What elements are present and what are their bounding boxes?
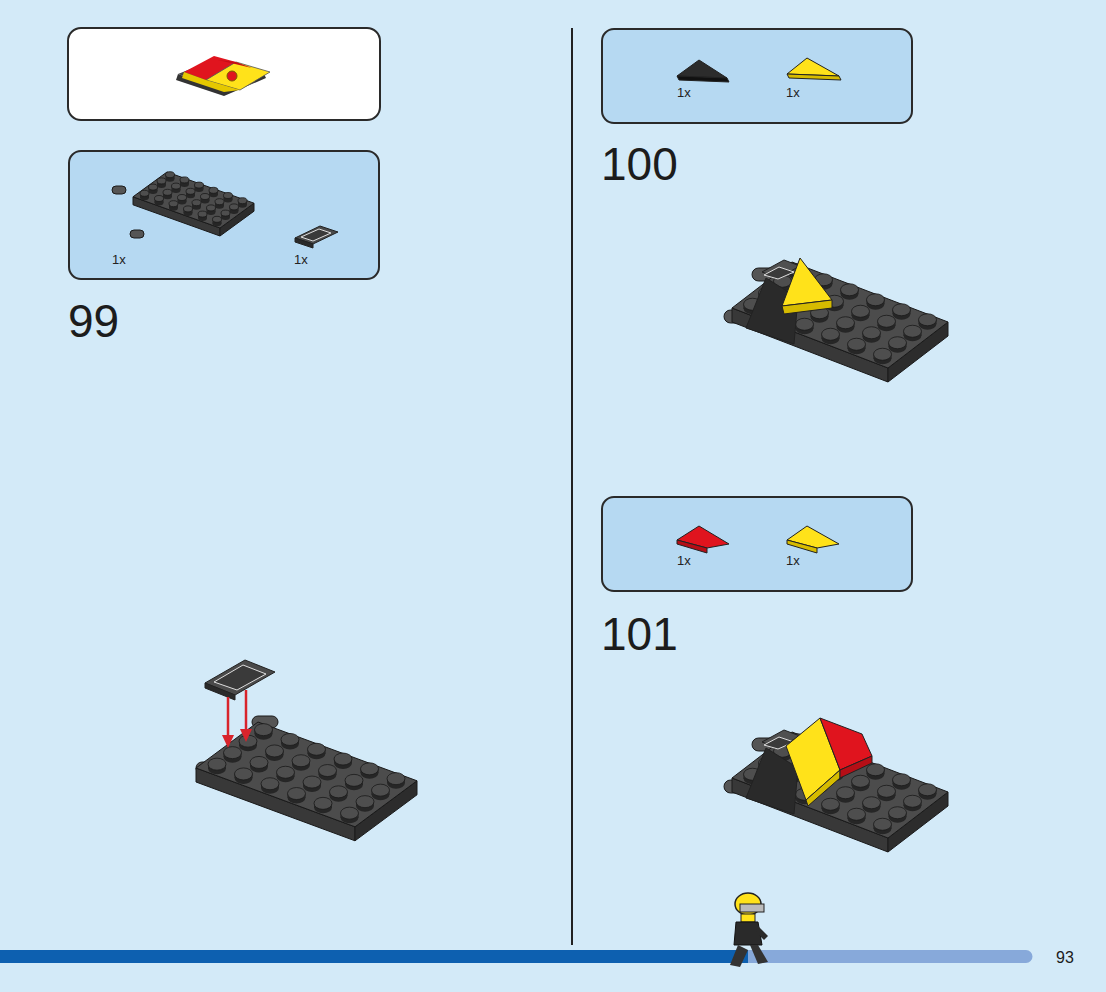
part-quantity: 1x xyxy=(786,86,800,99)
part-quantity: 1x xyxy=(112,253,126,266)
part-quantity: 1x xyxy=(677,554,691,567)
parts-box: 1x 1x xyxy=(601,28,913,124)
result-box xyxy=(68,28,380,120)
part-sketch xyxy=(603,30,911,122)
parts-box: 1x 1x xyxy=(68,150,380,280)
part-quantity: 1x xyxy=(294,253,308,266)
page-number: 93 xyxy=(1056,950,1074,966)
column-divider xyxy=(571,28,573,945)
part-quantity: 1x xyxy=(677,86,691,99)
step-number: 99 xyxy=(68,298,119,344)
progress-bar-rest xyxy=(748,950,1033,963)
part-quantity: 1x xyxy=(786,554,800,567)
plate-drawings xyxy=(196,258,948,852)
step-number: 100 xyxy=(601,141,678,187)
part-sketch xyxy=(603,498,911,590)
result-model xyxy=(176,56,270,96)
minifigure xyxy=(730,893,768,967)
step-number: 101 xyxy=(601,611,678,657)
progress-bar xyxy=(0,950,748,963)
parts-box: 1x 1x xyxy=(601,496,913,592)
